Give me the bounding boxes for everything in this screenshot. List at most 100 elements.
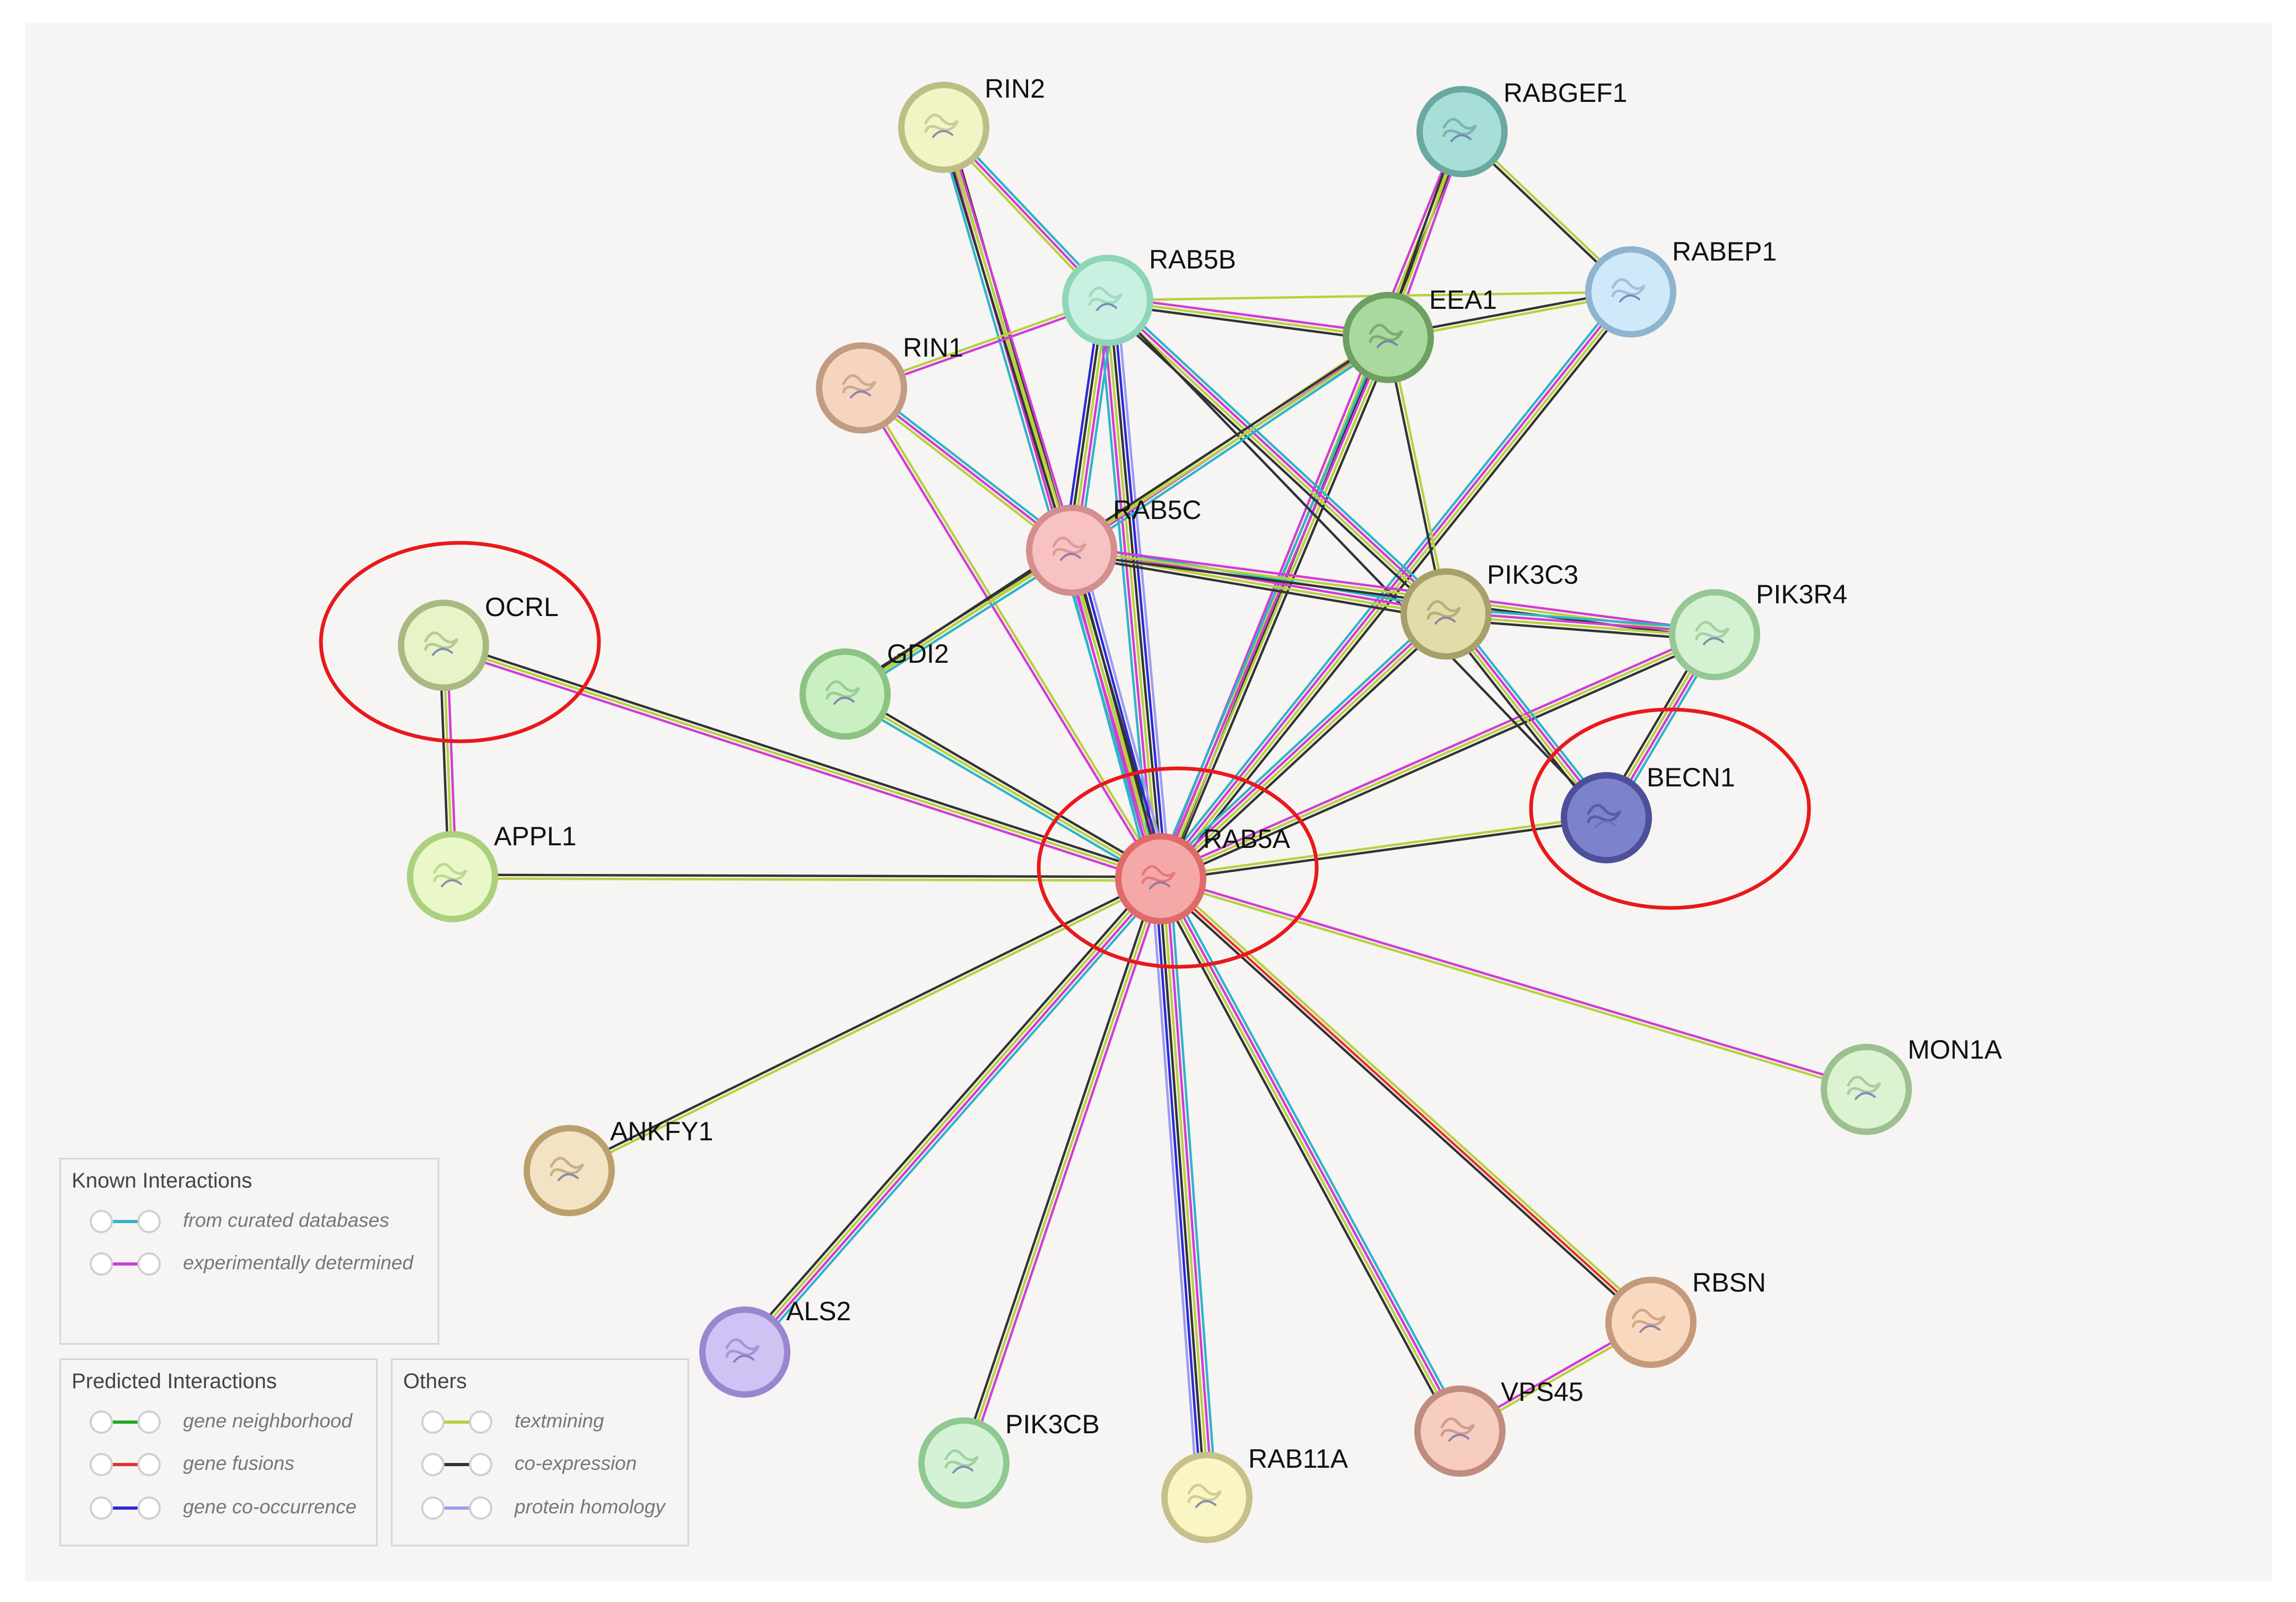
legend-known: Known Interactions from curated database… xyxy=(59,1158,439,1345)
edge-rab5a-rin1[interactable] xyxy=(858,385,1164,881)
node-ankfy1[interactable]: ANKFY1 xyxy=(524,1116,714,1216)
edge-rab5a-appl1[interactable] xyxy=(451,873,1162,882)
edge-rab5b-pik3c3[interactable] xyxy=(1102,295,1451,619)
node-bubble[interactable] xyxy=(1414,1385,1506,1477)
node-rin2[interactable]: RIN2 xyxy=(898,74,1045,173)
highlight-ellipse-ocrl xyxy=(319,541,601,743)
protein-structure-icon xyxy=(1631,1309,1666,1333)
node-bubble[interactable] xyxy=(1401,568,1492,660)
edge-rab5a-vps45[interactable] xyxy=(1154,874,1466,1435)
node-rabep1[interactable]: RABEP1 xyxy=(1585,237,1777,337)
edge-rab5a-rab5b[interactable] xyxy=(1097,298,1171,881)
cooccurrence-swatch-icon xyxy=(90,1496,161,1520)
highlight-layer xyxy=(319,541,1811,969)
edge-channel-line xyxy=(1068,549,1160,881)
edge-rab5a-pik3r4[interactable] xyxy=(1158,630,1718,884)
legend-label: gene co-occurrence xyxy=(183,1496,357,1518)
node-als2[interactable]: ALS2 xyxy=(699,1296,851,1398)
node-bubble[interactable] xyxy=(1026,505,1117,596)
node-bubble[interactable] xyxy=(799,648,891,740)
edge-channel-line xyxy=(1158,630,1715,877)
edge-rab5a-gdi2[interactable] xyxy=(842,689,1164,884)
node-rbsn[interactable]: RBSN xyxy=(1605,1268,1766,1368)
node-rab11a[interactable]: RAB11A xyxy=(1161,1444,1349,1543)
edge-channel-line xyxy=(1161,337,1391,881)
edge-channel-line xyxy=(1075,547,1168,879)
node-bubble[interactable] xyxy=(407,831,498,922)
edge-rab5a-als2[interactable] xyxy=(739,873,1167,1357)
node-pik3r4[interactable]: PIK3R4 xyxy=(1669,579,1847,680)
edge-channel-line xyxy=(1163,617,1451,884)
edge-channel-line xyxy=(1079,547,1171,878)
node-bubble[interactable] xyxy=(1062,255,1153,346)
legend-item-neighborhood: gene neighborhood xyxy=(85,1406,404,1438)
protein-structure-icon xyxy=(1442,118,1477,142)
edge-channel-line xyxy=(1069,555,1447,621)
node-bubble[interactable] xyxy=(1416,86,1508,177)
edge-rab5a-mon1a[interactable] xyxy=(1159,876,1868,1093)
node-pik3c3[interactable]: PIK3C3 xyxy=(1401,560,1578,660)
node-rab5a[interactable]: RAB5A xyxy=(1115,824,1291,924)
node-rin1[interactable]: RIN1 xyxy=(816,333,963,434)
node-ocrl[interactable]: OCRL xyxy=(398,592,559,691)
node-pik3cb[interactable]: PIK3CB xyxy=(918,1409,1100,1509)
node-appl1[interactable]: APPL1 xyxy=(407,821,577,922)
node-gdi2[interactable]: GDI2 xyxy=(799,639,949,740)
edge-channel-line xyxy=(569,879,1163,1174)
legend-item-coexpression: co-expression xyxy=(417,1448,735,1480)
edge-channel-line xyxy=(739,873,1158,1350)
node-bubble[interactable] xyxy=(1605,1277,1697,1368)
edge-rab5a-pik3c3[interactable] xyxy=(1155,609,1451,884)
edge-eea1-pik3c3[interactable] xyxy=(1385,336,1449,616)
edge-rab5a-rab11a[interactable] xyxy=(1150,877,1217,1500)
protein-structure-icon xyxy=(1052,536,1087,561)
highlight-ellipse-becn1 xyxy=(1529,707,1811,910)
node-bubble[interactable] xyxy=(398,600,489,691)
edge-rab5a-eea1[interactable] xyxy=(1154,334,1395,882)
legend-item-fusions: gene fusions xyxy=(85,1448,404,1480)
edge-channel-line xyxy=(1101,299,1156,881)
node-label: ALS2 xyxy=(786,1296,851,1326)
node-eea1[interactable]: EEA1 xyxy=(1343,285,1497,383)
edge-channel-line xyxy=(1161,614,1449,881)
node-bubble[interactable] xyxy=(1161,1452,1253,1543)
edge-rab5a-ocrl[interactable] xyxy=(441,640,1163,884)
legend-label: experimentally determined xyxy=(183,1252,413,1274)
node-mon1a[interactable]: MON1A xyxy=(1821,1035,2002,1135)
edge-rab5a-pik3cb[interactable] xyxy=(959,876,1166,1466)
node-bubble[interactable] xyxy=(918,1417,1010,1509)
node-label: RIN1 xyxy=(903,333,963,362)
node-label: RABEP1 xyxy=(1672,237,1777,266)
edge-channel-line xyxy=(1161,877,1210,1499)
edge-channel-line xyxy=(862,385,1164,879)
node-bubble[interactable] xyxy=(1561,772,1652,863)
node-rab5b[interactable]: RAB5B xyxy=(1062,245,1236,346)
edge-channel-line xyxy=(1106,299,1608,819)
node-becn1[interactable]: BECN1 xyxy=(1561,763,1735,863)
node-bubble[interactable] xyxy=(1585,246,1676,337)
edge-rab5b-becn1[interactable] xyxy=(1106,299,1608,819)
edge-channel-line xyxy=(1107,295,1390,335)
node-vps45[interactable]: VPS45 xyxy=(1414,1377,1584,1477)
protein-structure-icon xyxy=(842,374,877,399)
node-label: GDI2 xyxy=(887,639,949,669)
node-bubble[interactable] xyxy=(1821,1044,1912,1135)
edge-channel-line xyxy=(1102,303,1444,619)
edge-channel-line xyxy=(1389,336,1449,615)
edge-rab5b-eea1[interactable] xyxy=(1106,295,1390,343)
node-bubble[interactable] xyxy=(898,82,989,173)
node-bubble[interactable] xyxy=(699,1306,790,1398)
node-bubble[interactable] xyxy=(1669,589,1760,680)
edge-rab5a-ankfy1[interactable] xyxy=(567,876,1163,1174)
node-bubble[interactable] xyxy=(1343,292,1434,383)
edge-rab5a-rbsn[interactable] xyxy=(1157,874,1655,1327)
node-rab5c[interactable]: RAB5C xyxy=(1026,495,1202,596)
node-bubble[interactable] xyxy=(816,342,907,434)
node-bubble[interactable] xyxy=(1115,833,1206,924)
node-bubble[interactable] xyxy=(524,1125,615,1216)
edge-rab5a-rab5c[interactable] xyxy=(1061,547,1171,882)
node-rabgef1[interactable]: RABGEF1 xyxy=(1416,78,1627,177)
edge-channel-line xyxy=(1385,336,1446,616)
edge-channel-line xyxy=(959,876,1159,1464)
